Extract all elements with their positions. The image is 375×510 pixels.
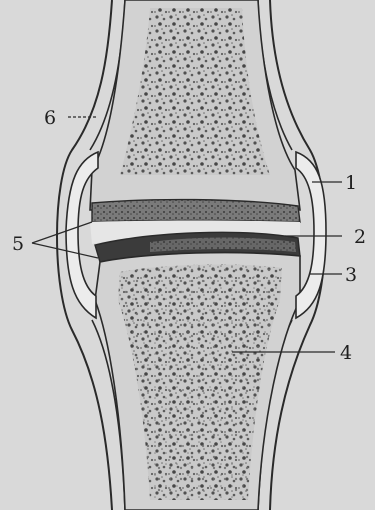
leader-5a <box>32 222 92 243</box>
leader-5b <box>32 243 98 258</box>
label-5: 5 <box>12 233 24 255</box>
label-2: 2 <box>354 226 366 248</box>
right-capsule-pouch <box>296 152 326 318</box>
label-1: 1 <box>345 172 357 194</box>
upper-cartilage <box>92 200 300 222</box>
label-4: 4 <box>340 342 352 364</box>
label-6: 6 <box>44 107 56 129</box>
label-3: 3 <box>345 264 357 286</box>
